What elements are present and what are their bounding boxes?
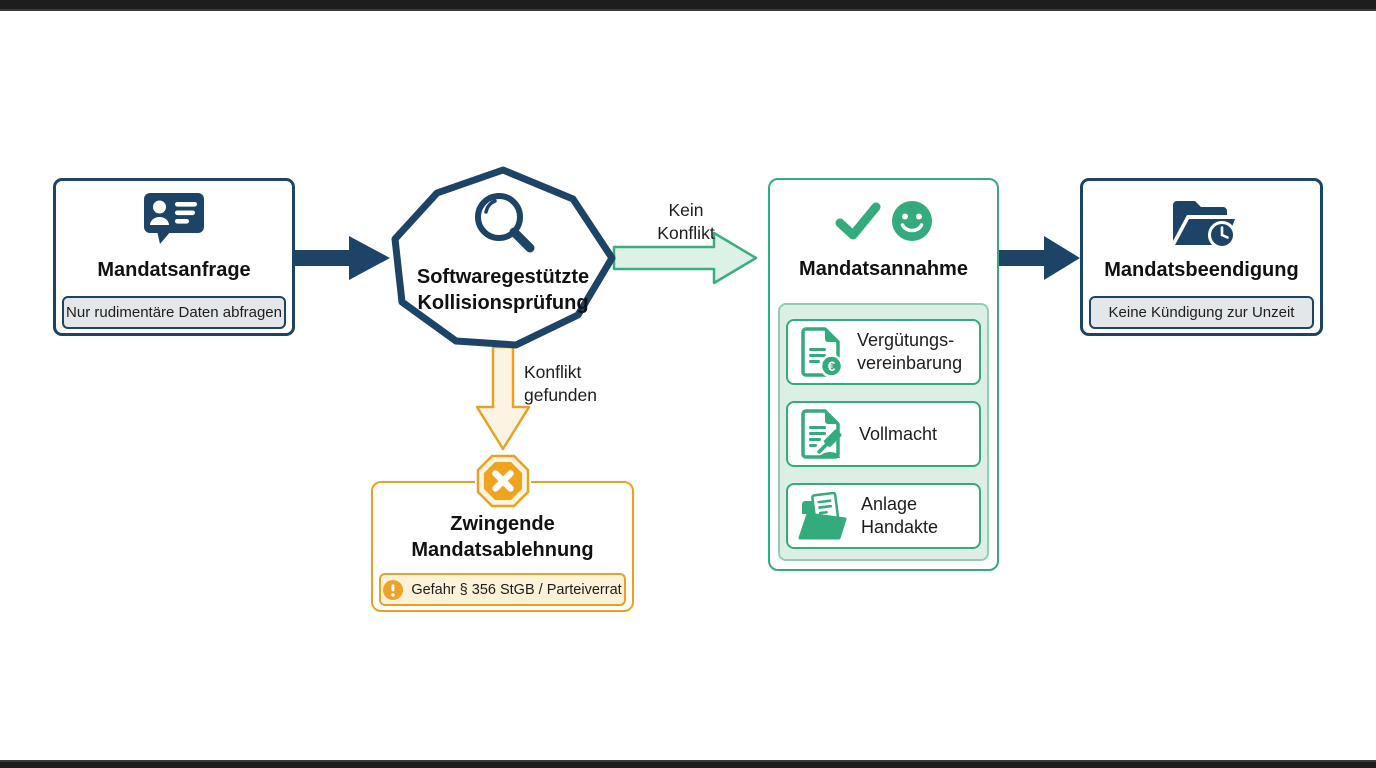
item-label: Anlage Handakte <box>861 493 938 539</box>
item-label: Vollmacht <box>859 423 937 446</box>
contact-message-icon <box>144 193 204 244</box>
magnifier-icon <box>475 193 535 253</box>
node-title-kollisionspruefung: Softwaregestützte Kollisionsprüfung <box>387 264 619 316</box>
node-kollisionspruefung-shape <box>391 166 616 349</box>
item-label-line: Vergütungs- <box>857 330 955 350</box>
edge-label-line: Kein <box>668 200 704 220</box>
note-text: Nur rudimentäre Daten abfragen <box>66 304 282 321</box>
document-gavel-icon <box>801 409 842 459</box>
edge-label-line: Konflikt <box>524 362 582 382</box>
edge-label-line: gefunden <box>524 385 597 405</box>
arrow-konflikt-gefunden <box>475 345 531 451</box>
item-verguetungsvereinbarung: € Vergütungs- vereinbarung <box>786 319 981 385</box>
title-line: Softwaregestützte <box>416 266 590 288</box>
arrow-anfrage-to-pruefung <box>294 236 390 280</box>
item-label-line: vereinbarung <box>857 353 963 373</box>
node-title: Mandatsanfrage <box>97 259 251 281</box>
euro-glyph: € <box>828 359 836 374</box>
edge-label-kein-konflikt: Kein Konflikt <box>612 199 760 245</box>
top-edge-artifact <box>0 0 1376 11</box>
edge-label-line: Konflikt <box>657 223 715 243</box>
node-mandatsbeendigung: Mandatsbeendigung Keine Kündigung zur Un… <box>1080 178 1323 336</box>
item-label-line: Handakte <box>861 517 939 537</box>
note-text: Gefahr § 356 StGB / Parteiverrat <box>411 581 622 598</box>
title-line: Mandatsablehnung <box>411 539 594 561</box>
item-label: Vergütungs- vereinbarung <box>857 329 962 375</box>
bottom-edge-artifact <box>0 760 1376 768</box>
node-note: Nur rudimentäre Daten abfragen <box>62 296 286 329</box>
folder-clock-icon <box>1172 201 1236 249</box>
item-vollmacht: Vollmacht <box>786 401 981 467</box>
annahme-items-panel: € Vergütungs- vereinbarung <box>778 303 989 561</box>
arrow-annahme-to-beendigung <box>998 236 1080 280</box>
note-text: Keine Kündigung zur Unzeit <box>1108 304 1295 321</box>
folder-document-icon <box>798 492 847 540</box>
title-line: Kollisionsprüfung <box>417 292 589 314</box>
node-note: Gefahr § 356 StGB / Parteiverrat <box>379 573 626 606</box>
smiley-icon <box>891 201 932 241</box>
node-note: Keine Kündigung zur Unzeit <box>1089 296 1314 329</box>
stop-x-icon <box>475 453 531 509</box>
item-anlage-handakte: Anlage Handakte <box>786 483 981 549</box>
item-label-line: Vollmacht <box>859 423 938 444</box>
node-mandatsanfrage: Mandatsanfrage Nur rudimentäre Daten abf… <box>53 178 295 336</box>
node-mandatsannahme: Mandatsannahme € Vergütungs- vereinbarun… <box>768 178 999 571</box>
title-line: Zwingende <box>450 513 555 535</box>
node-title: Mandatsannahme <box>799 258 968 280</box>
checkmark-icon <box>835 202 880 240</box>
edge-label-konflikt-gefunden: Konflikt gefunden <box>524 361 597 407</box>
item-label-line: Anlage <box>861 494 918 514</box>
node-title: Mandatsbeendigung <box>1104 259 1299 281</box>
warning-icon <box>383 579 404 600</box>
document-euro-icon: € <box>801 327 844 378</box>
node-title-mandatsablehnung: Zwingende Mandatsablehnung <box>373 511 632 563</box>
arrow-kein-konflikt <box>612 231 758 285</box>
